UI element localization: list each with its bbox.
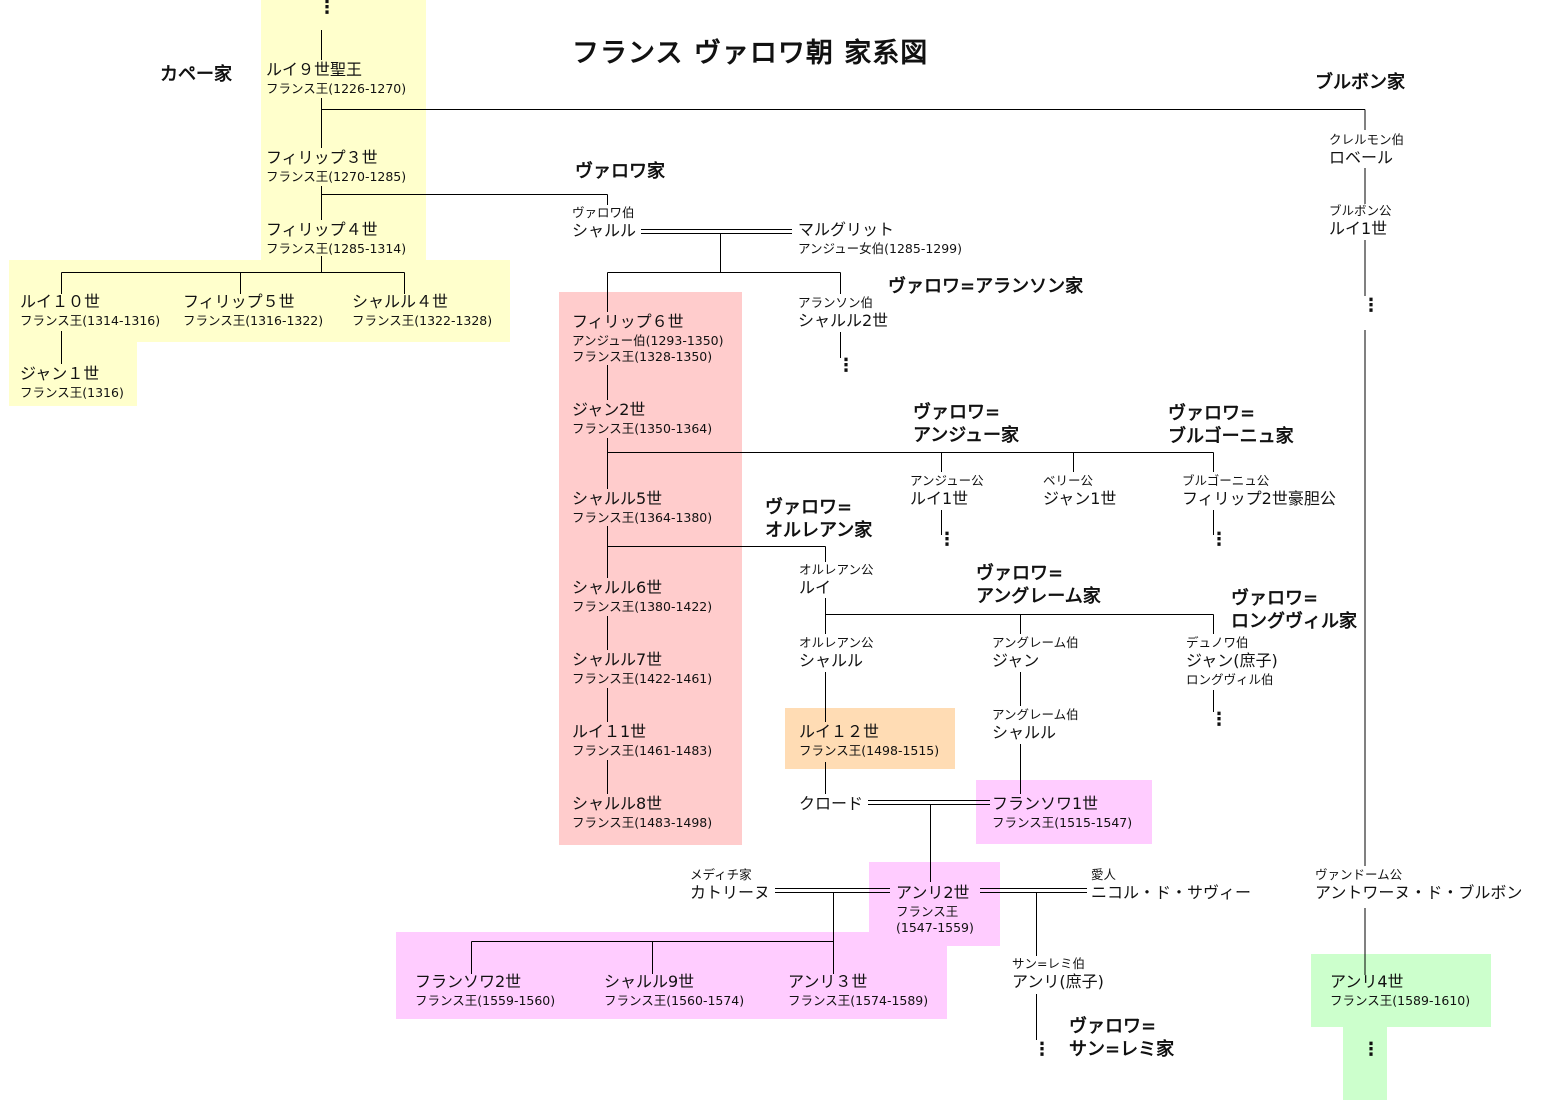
bourbon-region-tail	[1343, 1025, 1387, 1100]
person-antoine: ヴァンドーム公 アントワーヌ・ド・ブルボン	[1315, 867, 1523, 903]
person-charles-valois: ヴァロワ伯 シャルル	[572, 205, 637, 241]
person-francois1: フランソワ1世 フランス王(1515-1547)	[992, 794, 1133, 830]
person-charles2-alencon: アランソン伯 シャルル2世	[798, 295, 889, 331]
person-catherine: メディチ家 カトリーヌ	[690, 867, 771, 903]
bourbon-region-henri4	[1311, 954, 1491, 1027]
valois-direct-region	[559, 292, 742, 845]
person-louis10: ルイ１０世 フランス王(1314-1316)	[20, 292, 161, 328]
house-label-burgundy: ヴァロワ=ブルゴーニュ家	[1168, 403, 1294, 447]
person-jean-angouleme: アングレーム伯 ジャン	[992, 635, 1079, 671]
person-jean1: ジャン１世 フランス王(1316)	[20, 364, 124, 400]
person-philippe6: フィリップ６世 アンジュー伯(1293-1350) フランス王(1328-135…	[572, 312, 724, 365]
person-philippe3: フィリップ３世 フランス王(1270-1285)	[266, 148, 407, 184]
house-label-alencon: ヴァロワ=アランソン家	[888, 276, 1084, 297]
ellipsis-anjou: ⋮	[938, 529, 956, 550]
person-philippe-bourgogne: ブルゴーニュ公 フィリップ2世豪胆公	[1182, 473, 1336, 509]
house-label-longueville: ヴァロワ=ロングヴィル家	[1231, 588, 1357, 632]
ellipsis-henri4: ⋮	[1362, 1041, 1380, 1059]
house-label-anjou: ヴァロワ=アンジュー家	[913, 402, 1020, 446]
orleans-king-region	[785, 708, 955, 769]
person-nicole: 愛人 ニコル・ド・サヴィー	[1091, 867, 1252, 903]
person-charles-orleans: オルレアン公 シャルル	[799, 635, 874, 671]
person-charles7: シャルル7世 フランス王(1422-1461)	[572, 650, 713, 686]
person-charles4: シャルル４世 フランス王(1322-1328)	[352, 292, 493, 328]
person-louis-anjou: アンジュー公 ルイ1世	[910, 473, 984, 509]
person-henri4: アンリ4世 フランス王(1589-1610)	[1330, 972, 1471, 1008]
ellipsis-burgundy: ⋮	[1210, 529, 1228, 550]
ellipsis-top-capet: ⋮	[318, 0, 336, 17]
house-label-valois: ヴァロワ家	[575, 161, 665, 182]
person-louis11: ルイ１1世 フランス王(1461-1483)	[572, 722, 713, 758]
person-louis1-bourbon: ブルボン公 ルイ1世	[1329, 203, 1392, 239]
angouleme-region-francois1	[976, 780, 1152, 844]
person-charles-angouleme: アングレーム伯 シャルル	[992, 707, 1079, 743]
person-francois2: フランソワ2世 フランス王(1559-1560)	[415, 972, 556, 1008]
angouleme-region-sons	[396, 932, 947, 1019]
ellipsis-bourbon: ⋮	[1362, 295, 1380, 316]
person-robert: クレルモン伯 ロベール	[1329, 132, 1405, 168]
person-jean2: ジャン2世 フランス王(1350-1364)	[572, 400, 713, 436]
person-charles6: シャルル6世 フランス王(1380-1422)	[572, 578, 713, 614]
house-label-bourbon: ブルボン家	[1315, 72, 1405, 93]
person-philippe5: フィリップ５世 フランス王(1316-1322)	[183, 292, 324, 328]
person-jean-dunois: デュノワ伯 ジャン(庶子) ロングヴィル伯	[1186, 635, 1278, 688]
person-louis9: ルイ９世聖王 フランス王(1226-1270)	[266, 60, 407, 96]
ellipsis-saint-remy: ⋮	[1033, 1039, 1051, 1060]
house-label-orleans: ヴァロワ=オルレアン家	[765, 497, 873, 541]
house-label-angouleme: ヴァロワ=アングレーム家	[976, 563, 1101, 607]
person-marguerite: マルグリット アンジュー女伯(1285-1299)	[798, 220, 963, 256]
person-charles9: シャルル9世 フランス王(1560-1574)	[604, 972, 745, 1008]
person-henri-saint-remy: サン=レミ伯 アンリ(庶子)	[1012, 956, 1104, 992]
person-louis12: ルイ１２世 フランス王(1498-1515)	[799, 722, 940, 758]
ellipsis-longueville: ⋮	[1210, 709, 1228, 730]
capet-region-branch	[9, 260, 510, 342]
person-henri2: アンリ2世 フランス王 (1547-1559)	[896, 883, 974, 936]
capet-region-jean1	[9, 340, 137, 406]
person-jean-berry: ベリー公 ジャン1世	[1043, 473, 1117, 509]
house-label-capet: カペー家	[160, 64, 232, 85]
person-philippe4: フィリップ４世 フランス王(1285-1314)	[266, 220, 407, 256]
person-charles5: シャルル5世 フランス王(1364-1380)	[572, 489, 713, 525]
capet-region-main	[261, 0, 426, 262]
person-charles8: シャルル8世 フランス王(1483-1498)	[572, 794, 713, 830]
ellipsis-alencon: ⋮	[837, 355, 855, 376]
person-henri3: アンリ３世 フランス王(1574-1589)	[788, 972, 929, 1008]
page-title: フランス ヴァロワ朝 家系図	[572, 38, 929, 69]
house-label-saint-remy: ヴァロワ=サン=レミ家	[1069, 1016, 1175, 1060]
person-claude: クロード	[799, 794, 864, 813]
person-louis-orleans: オルレアン公 ルイ	[799, 562, 874, 598]
